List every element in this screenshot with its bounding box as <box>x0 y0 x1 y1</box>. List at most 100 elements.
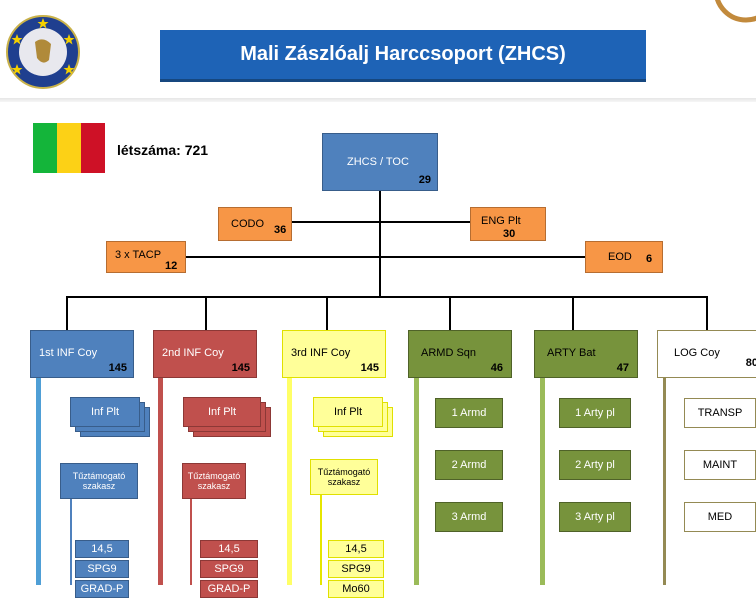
armd-sub-2: 2 Armd <box>435 450 503 480</box>
coy1-support-label: Tűztámogató szakasz <box>72 471 126 491</box>
coy1-support: Tűztámogató szakasz <box>60 463 138 499</box>
coy1-item-1-label: 14,5 <box>91 543 113 555</box>
arty-sub-3: 3 Arty pl <box>559 502 631 532</box>
armd-sub-3-label: 3 Armd <box>451 511 487 523</box>
coy3-num: 145 <box>360 362 379 374</box>
coy3-item-1: 14,5 <box>328 540 384 558</box>
tacp-eod-line <box>186 256 586 258</box>
title-banner: Mali Zászlóalj Harccsoport (ZHCS) <box>160 30 646 82</box>
tacp-label: 3 x TACP <box>115 249 162 261</box>
coy1-num: 145 <box>108 362 127 374</box>
coy1-item-2: SPG9 <box>75 560 129 578</box>
eod-label: EOD <box>608 251 632 263</box>
flag-yellow-stripe <box>57 123 81 173</box>
coy3-support-label: Tűztámogató szakasz <box>317 467 371 487</box>
coy3-box: 3rd INF Coy 145 <box>282 330 386 378</box>
coy1-label: 1st INF Coy <box>39 347 98 359</box>
coy1-platoon: Inf Plt <box>70 397 140 427</box>
armd-box: ARMD Sqn 46 <box>408 330 512 378</box>
coy3-stripe <box>287 330 292 585</box>
flag-green-stripe <box>33 123 57 173</box>
log-stripe <box>663 330 666 585</box>
log-sub-3-label: MED <box>707 511 733 523</box>
log-sub-3: MED <box>684 502 756 532</box>
coy2-platoon-label: Inf Plt <box>207 406 237 418</box>
drop-line-1 <box>66 296 68 330</box>
eod-box: EOD 6 <box>585 241 663 273</box>
drop-line-6 <box>706 296 708 330</box>
hq-label: ZHCS / TOC <box>347 156 409 168</box>
armd-num: 46 <box>490 362 503 374</box>
armd-sub-3: 3 Armd <box>435 502 503 532</box>
log-sub-2: MAINT <box>684 450 756 480</box>
arty-stripe <box>540 330 545 585</box>
coy1-support-line <box>70 499 72 585</box>
hq-box: ZHCS / TOC 29 <box>322 133 438 191</box>
coy2-stripe <box>158 330 163 585</box>
coy2-item-1: 14,5 <box>200 540 258 558</box>
eng-num: 30 <box>503 228 516 240</box>
eutm-logo <box>5 14 81 90</box>
drop-line-2 <box>205 296 207 330</box>
coy3-label: 3rd INF Coy <box>291 347 351 359</box>
armd-sub-1-label: 1 Armd <box>451 407 487 419</box>
eng-label: ENG Plt <box>481 215 521 227</box>
coy1-item-3: GRAD-P <box>75 580 129 598</box>
coy2-support: Tűztámogató szakasz <box>182 463 246 499</box>
arty-sub-1-label: 1 Arty pl <box>575 407 615 419</box>
codo-label: CODO <box>231 218 264 230</box>
coy3-item-1-label: 14,5 <box>345 543 367 555</box>
coy1-stripe <box>36 330 41 585</box>
coy2-item-2: SPG9 <box>200 560 258 578</box>
corner-emblem <box>706 0 756 26</box>
coy2-support-line <box>190 499 192 585</box>
coy2-support-label: Tűztámogató szakasz <box>187 471 241 491</box>
coy3-item-3: Mo60 <box>328 580 384 598</box>
arty-sub-1: 1 Arty pl <box>559 398 631 428</box>
armd-sub-2-label: 2 Armd <box>451 459 487 471</box>
coy1-box: 1st INF Coy 145 <box>30 330 134 378</box>
armd-stripe <box>414 330 419 585</box>
codo-box: CODO 36 <box>218 207 292 241</box>
coy2-label: 2nd INF Coy <box>162 347 224 359</box>
mali-flag <box>33 123 105 173</box>
log-sub-1: TRANSP <box>684 398 756 428</box>
log-label: LOG Coy <box>674 347 720 359</box>
eng-box: ENG Plt 30 <box>470 207 546 241</box>
arty-label: ARTY Bat <box>547 347 596 359</box>
coy2-item-2-label: SPG9 <box>214 563 244 575</box>
codo-num: 36 <box>274 224 287 236</box>
drop-line-5 <box>572 296 574 330</box>
page-title: Mali Zászlóalj Harccsoport (ZHCS) <box>240 43 566 65</box>
coy3-platoon: Inf Plt <box>313 397 383 427</box>
coy2-item-1-label: 14,5 <box>218 543 240 555</box>
log-sub-1-label: TRANSP <box>697 407 743 419</box>
log-sub-2-label: MAINT <box>702 459 738 471</box>
headcount-label: létszáma: 721 <box>117 142 209 158</box>
armd-label: ARMD Sqn <box>421 347 477 359</box>
header-divider <box>0 98 756 102</box>
flag-red-stripe <box>81 123 105 173</box>
coy2-num: 145 <box>231 362 250 374</box>
hq-num: 29 <box>418 174 431 186</box>
coy1-item-2-label: SPG9 <box>87 563 117 575</box>
arty-sub-2: 2 Arty pl <box>559 450 631 480</box>
log-box: LOG Coy 80 <box>657 330 756 378</box>
log-num: 80 <box>745 357 756 369</box>
eod-num: 6 <box>646 253 653 265</box>
arty-sub-3-label: 3 Arty pl <box>575 511 615 523</box>
coy2-platoon: Inf Plt <box>183 397 261 427</box>
armd-sub-1: 1 Armd <box>435 398 503 428</box>
coy3-item-2: SPG9 <box>328 560 384 578</box>
arty-sub-2-label: 2 Arty pl <box>575 459 615 471</box>
tacp-box: 3 x TACP 12 <box>106 241 186 273</box>
coy1-platoon-label: Inf Plt <box>90 406 120 418</box>
coy2-box: 2nd INF Coy 145 <box>153 330 257 378</box>
drop-line-4 <box>449 296 451 330</box>
arty-num: 47 <box>616 362 629 374</box>
coy1-item-1: 14,5 <box>75 540 129 558</box>
drop-line-3 <box>326 296 328 330</box>
coy2-item-3: GRAD-P <box>200 580 258 598</box>
company-bus-line <box>66 296 708 298</box>
arty-box: ARTY Bat 47 <box>534 330 638 378</box>
